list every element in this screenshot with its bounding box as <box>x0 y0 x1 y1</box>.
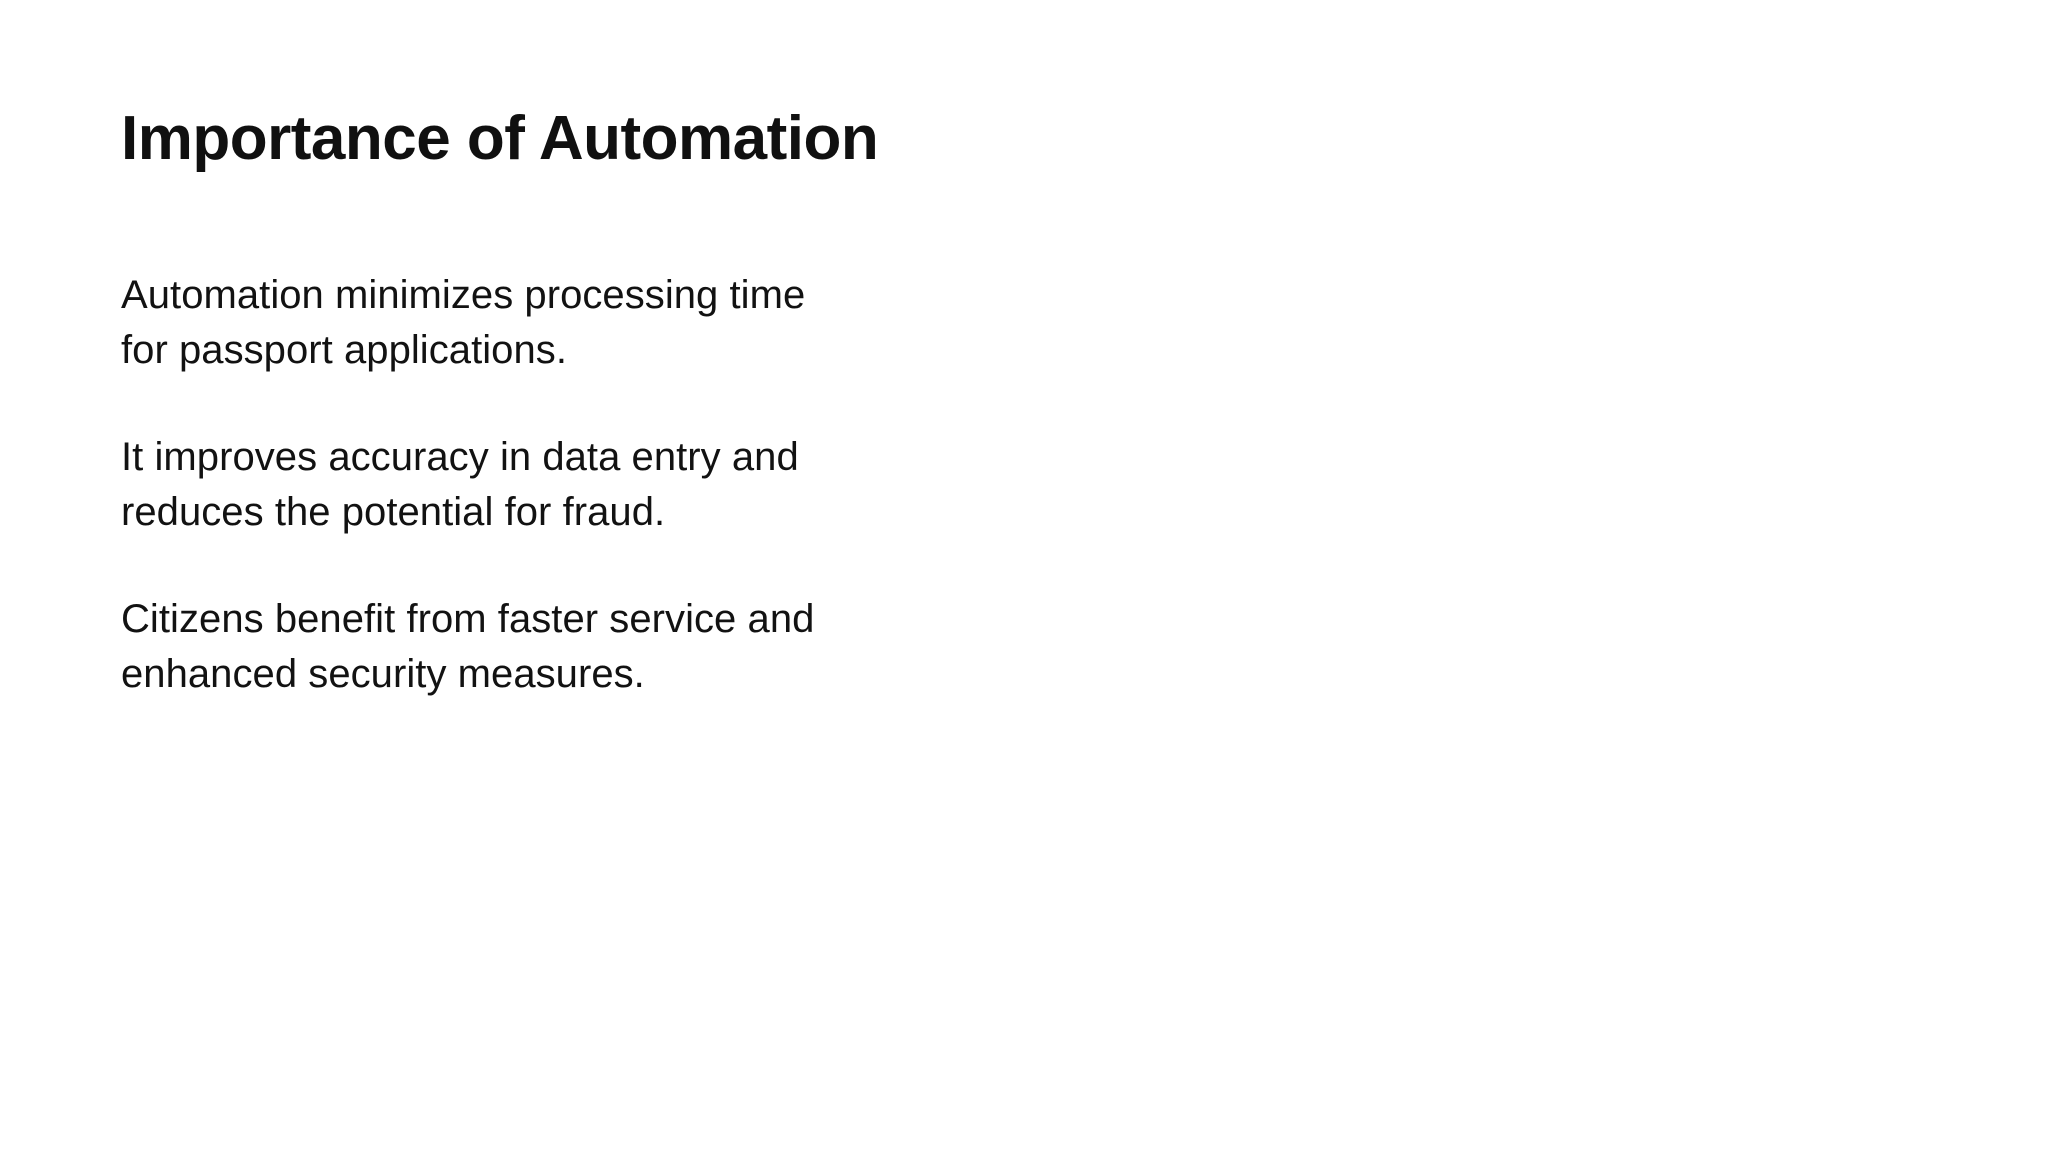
slide-body: Automation minimizes processing time for… <box>121 268 1121 702</box>
body-paragraph-processing-time: Automation minimizes processing time for… <box>121 273 806 372</box>
body-paragraph-accuracy-fraud: It improves accuracy in data entry and r… <box>121 435 799 534</box>
page-title: Importance of Automation <box>121 104 879 173</box>
body-paragraph-citizen-benefit: Citizens benefit from faster service and… <box>121 597 815 696</box>
